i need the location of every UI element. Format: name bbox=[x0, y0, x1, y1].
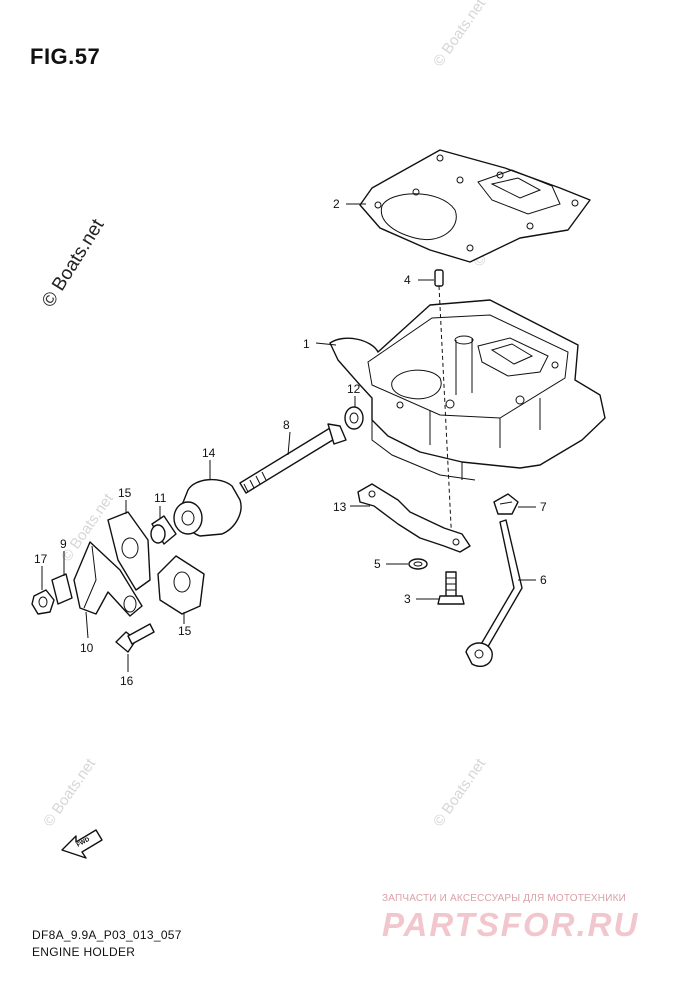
callout-2: 2 bbox=[333, 197, 340, 211]
figure-title: FIG.57 bbox=[30, 44, 101, 69]
part-bolt-flange bbox=[437, 571, 465, 605]
part-dowel-pin bbox=[434, 269, 444, 287]
callout-15-upper: 15 bbox=[118, 486, 132, 500]
part-rod bbox=[465, 519, 523, 668]
part-long-bolt bbox=[239, 423, 347, 494]
part-washer bbox=[344, 406, 364, 430]
leader-lines bbox=[41, 203, 536, 672]
part-bolt-small bbox=[115, 623, 155, 653]
part-small-plate bbox=[51, 573, 73, 605]
promo-tagline: ЗАПЧАСТИ И АКСЕССУАРЫ ДЛЯ МОТОТЕХНИКИ bbox=[382, 893, 627, 904]
part-nut bbox=[31, 589, 55, 615]
callout-6: 6 bbox=[540, 573, 547, 587]
callout-12: 12 bbox=[347, 382, 361, 396]
callout-labels: 2 4 1 12 8 14 15 11 9 17 10 15 16 13 5 3… bbox=[34, 197, 547, 688]
drawing-code: DF8A_9.9A_P03_013_057 bbox=[32, 928, 182, 942]
drawing-caption: ENGINE HOLDER bbox=[32, 945, 136, 959]
callout-3: 3 bbox=[404, 592, 411, 606]
part-clip bbox=[493, 493, 519, 515]
part-washer-small bbox=[408, 558, 428, 570]
callout-11: 11 bbox=[154, 491, 167, 505]
part-collar bbox=[150, 515, 177, 545]
callout-4: 4 bbox=[404, 273, 411, 287]
callout-15-lower: 15 bbox=[178, 624, 192, 638]
callout-7: 7 bbox=[540, 500, 547, 514]
part-mount-plate-upper bbox=[107, 511, 151, 591]
callout-17: 17 bbox=[34, 552, 48, 566]
part-mount-rubber bbox=[173, 479, 242, 537]
callout-10: 10 bbox=[80, 641, 94, 655]
part-stay-bracket bbox=[357, 483, 471, 553]
callout-8: 8 bbox=[283, 418, 290, 432]
promo-brand-logo[interactable]: PARTSFOR.RU bbox=[382, 906, 640, 943]
callout-5: 5 bbox=[374, 557, 381, 571]
callout-9: 9 bbox=[60, 537, 67, 551]
callout-14: 14 bbox=[202, 446, 216, 460]
part-bracket bbox=[73, 541, 143, 617]
callout-1: 1 bbox=[303, 337, 310, 351]
callout-16: 16 bbox=[120, 674, 134, 688]
part-gasket bbox=[359, 149, 591, 263]
callout-13: 13 bbox=[333, 500, 347, 514]
part-engine-holder bbox=[329, 299, 606, 481]
fwd-arrow-icon: FWD bbox=[61, 829, 103, 859]
part-mount-plate-lower bbox=[157, 555, 205, 615]
